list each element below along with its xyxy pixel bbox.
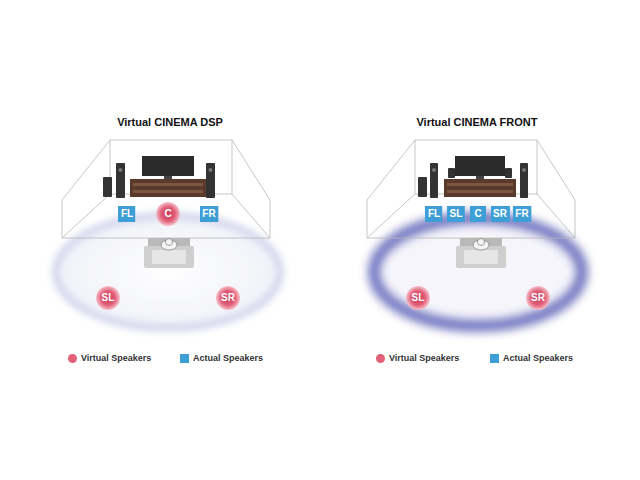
virtual-speaker-disc xyxy=(526,286,550,310)
legend-text: Actual Speakers xyxy=(503,353,573,363)
speaker-label: SL xyxy=(450,209,463,219)
virtual-speaker-disc xyxy=(156,202,180,226)
actual-speaker-square xyxy=(447,206,465,222)
virtual-speaker: SL xyxy=(96,286,120,310)
speaker-label: SL xyxy=(102,293,115,303)
virtual-speaker: SL xyxy=(406,286,430,310)
surround-field-core xyxy=(374,218,582,326)
speaker-label: FL xyxy=(121,209,133,219)
actual-speaker-swatch xyxy=(180,354,189,363)
virtual-speaker-disc xyxy=(216,286,240,310)
actual-speaker: SL xyxy=(447,206,465,222)
speaker-label: SL xyxy=(412,293,425,303)
speaker-label: FL xyxy=(428,209,440,219)
actual-speaker: FR xyxy=(513,206,531,222)
virtual-speaker: SR xyxy=(526,286,550,310)
virtual-speaker: C xyxy=(156,202,180,226)
speaker-label: SR xyxy=(493,209,507,219)
actual-speaker-square xyxy=(200,206,218,222)
virtual-speaker-swatch xyxy=(376,354,385,363)
actual-speaker-square xyxy=(118,206,135,222)
sofa-listener xyxy=(456,238,506,268)
virtual-speaker-disc xyxy=(96,286,120,310)
actual-speaker-square xyxy=(491,206,510,222)
room-right xyxy=(367,140,582,326)
room-wireframe xyxy=(367,140,575,238)
speaker-label: SR xyxy=(531,293,545,303)
virtual-speaker-disc xyxy=(406,286,430,310)
speaker-label: C xyxy=(474,209,481,219)
actual-speaker: FL xyxy=(425,206,442,222)
actual-speaker-square xyxy=(513,206,531,222)
tv-set xyxy=(130,156,206,197)
speaker-cabinets xyxy=(103,163,215,198)
actual-speaker: C xyxy=(470,206,486,222)
speaker-label: C xyxy=(164,209,171,219)
actual-speaker: FR xyxy=(200,206,218,222)
actual-speaker: SR xyxy=(491,206,510,222)
actual-speaker-swatch xyxy=(490,354,499,363)
actual-speaker: FL xyxy=(118,206,135,222)
legend-text: Actual Speakers xyxy=(193,353,263,363)
panel-title: Virtual CINEMA FRONT xyxy=(416,116,537,128)
actual-speaker-square xyxy=(425,206,442,222)
tv-set xyxy=(444,156,516,197)
actual-speaker-square xyxy=(470,206,486,222)
virtual-speaker: SR xyxy=(216,286,240,310)
speaker-label: FR xyxy=(202,209,215,219)
sofa-listener xyxy=(144,238,194,268)
room-left xyxy=(56,140,280,328)
legend-text: Virtual Speakers xyxy=(389,353,459,363)
legend-text: Virtual Speakers xyxy=(81,353,151,363)
floor xyxy=(374,218,582,326)
speaker-label: FR xyxy=(515,209,528,219)
surround-field xyxy=(374,218,582,326)
speaker-cabinets xyxy=(418,163,528,198)
room-wireframe xyxy=(62,140,270,238)
virtual-speaker-swatch xyxy=(68,354,77,363)
speaker-label: SR xyxy=(221,293,235,303)
surround-field xyxy=(56,216,280,328)
panel-title: Virtual CINEMA DSP xyxy=(117,116,223,128)
